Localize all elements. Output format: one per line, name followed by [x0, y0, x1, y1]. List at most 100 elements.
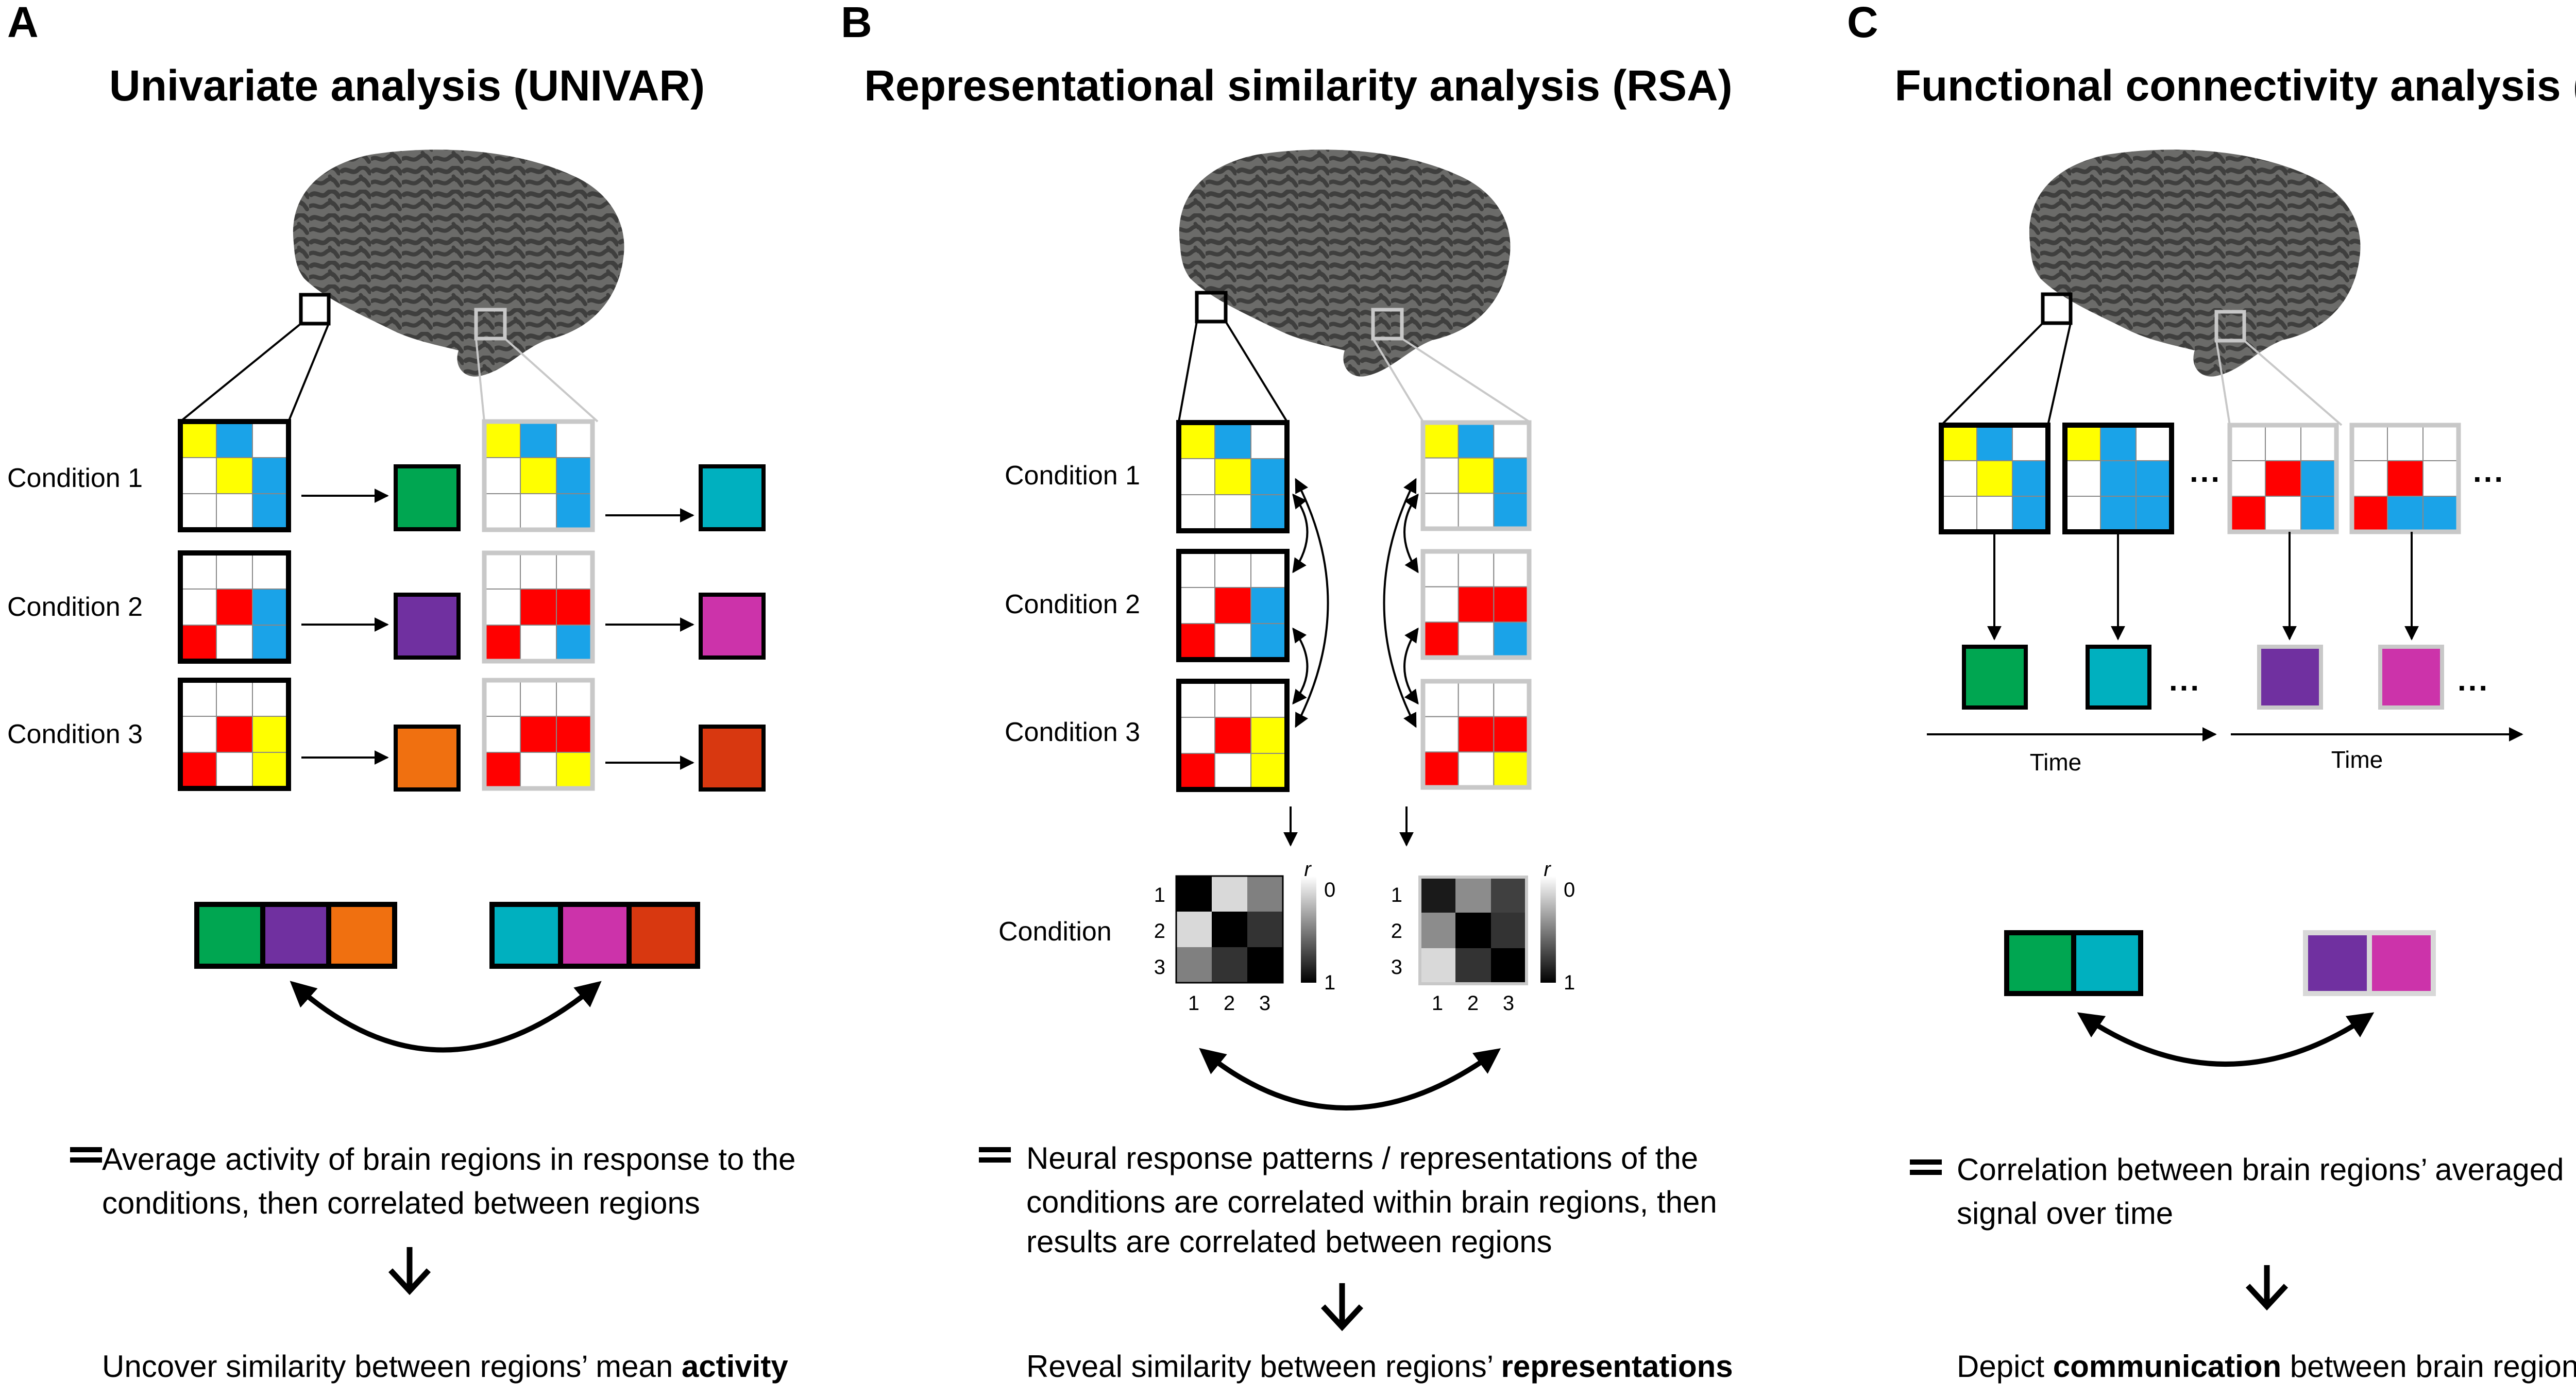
pattern-grid — [1420, 679, 1532, 790]
mean-activity-square — [699, 725, 766, 792]
voxel-cell — [1493, 751, 1530, 788]
pattern-grid — [2062, 423, 2174, 534]
matrix-tick: 1 — [1391, 884, 1402, 906]
panel-a-description-line: conditions, then correlated between regi… — [102, 1186, 700, 1220]
panel-b: B Representational similarity analysis (… — [841, 0, 1733, 1384]
voxel-cell — [1250, 551, 1287, 588]
voxel-cell — [1178, 587, 1215, 624]
pattern-grid — [2227, 423, 2339, 534]
voxel-cell — [1214, 494, 1251, 531]
pattern-frame — [482, 550, 595, 664]
brain-surface — [1179, 149, 1511, 377]
timepoint-signal-square — [2086, 645, 2151, 710]
voxel-cell — [520, 457, 557, 494]
pattern-frame — [178, 550, 291, 664]
voxel-cell — [556, 625, 593, 662]
voxel-cell — [2012, 425, 2048, 461]
colorbar-tick: 1 — [1324, 971, 1335, 994]
voxel-cell — [1214, 623, 1251, 660]
condition-label: Condition 1 — [1005, 461, 1140, 491]
voxel-cell — [2387, 496, 2424, 532]
voxel-cell — [216, 716, 253, 753]
voxel-cell — [2265, 460, 2301, 497]
rsm-cell — [1176, 912, 1212, 947]
region2-marker-c — [2214, 310, 2246, 343]
voxel-cell — [1250, 681, 1287, 718]
rsm-cell — [1176, 947, 1212, 983]
voxel-cell — [252, 552, 289, 590]
voxel-cell — [520, 625, 557, 662]
region2-marker-b — [1371, 308, 1404, 341]
colorbar — [1301, 876, 1316, 983]
brain-b — [1179, 149, 1511, 377]
voxel-cell — [180, 716, 217, 753]
pattern-grid — [1176, 549, 1290, 662]
voxel-cell — [556, 457, 593, 494]
rsm-cell — [1455, 948, 1491, 984]
panel-b-description-line: results are correlated between regions — [1026, 1224, 1552, 1259]
timepoint-signal-square — [1962, 645, 2028, 710]
voxel-cell — [216, 457, 253, 494]
voxel-cell — [520, 588, 557, 626]
matrix-tick: 1 — [1154, 884, 1165, 906]
panel-b-description-line: Neural response patterns / representatio… — [1026, 1141, 1698, 1175]
voxel-cell — [1250, 422, 1287, 459]
voxel-cell — [180, 588, 217, 626]
region1-marker-b — [1195, 291, 1228, 324]
voxel-cell — [556, 552, 593, 590]
pattern-grid — [1176, 420, 1290, 533]
voxel-cell — [1458, 586, 1495, 623]
voxel-cell — [2100, 425, 2137, 461]
voxel-cell — [1493, 457, 1530, 494]
brain-c — [2029, 149, 2361, 377]
voxel-cell — [556, 493, 593, 530]
rsm-region2: 1 2 3 1 2 3 r 0 1 — [1391, 858, 1575, 1015]
equals-icon — [70, 1147, 102, 1163]
voxel-cell — [1458, 457, 1495, 494]
voxel-cell — [1178, 753, 1215, 790]
voxel-cell — [484, 752, 521, 789]
rsm-cell — [1176, 876, 1212, 912]
rsm-region1: 1 2 3 1 2 3 r 0 1 — [1154, 858, 1336, 1015]
voxel-cell — [2422, 496, 2459, 532]
timeseries-region1 — [2004, 930, 2143, 996]
voxel-cell — [1250, 494, 1287, 531]
correlation-arrow — [290, 981, 602, 1053]
voxel-cell — [520, 716, 557, 753]
rsm-cell — [1420, 913, 1455, 948]
rsm-cell — [1455, 877, 1491, 913]
voxel-cell — [1422, 681, 1459, 717]
voxel-cell — [1493, 716, 1530, 753]
pattern-grid — [1176, 679, 1290, 792]
voxel-cell — [1178, 623, 1215, 660]
voxel-cell — [2012, 460, 2048, 497]
pairwise-arrows-region2 — [1383, 478, 1419, 728]
pattern-frame — [2227, 423, 2339, 534]
voxel-cell — [2064, 496, 2101, 532]
brain-surface — [2029, 149, 2361, 377]
equals-icon — [1910, 1159, 1942, 1175]
voxel-cell — [2422, 460, 2459, 497]
rsm-cells — [1420, 877, 1527, 984]
voxel-cell — [216, 552, 253, 590]
pattern-grid — [1939, 423, 2050, 534]
voxel-cell — [1214, 717, 1251, 754]
colorbar-tick: 0 — [1324, 879, 1335, 901]
pattern-grid — [178, 419, 291, 532]
voxel-cell — [1976, 460, 2013, 497]
voxel-cell — [252, 680, 289, 717]
voxel-cell — [1493, 621, 1530, 659]
voxel-cell — [1458, 621, 1495, 659]
voxel-cell — [1493, 551, 1530, 587]
timepoint-signal-square — [2378, 645, 2444, 710]
voxel-cell — [484, 457, 521, 494]
matrix-axis-label: Condition — [998, 917, 1112, 947]
voxel-cell — [520, 680, 557, 717]
pattern-frame — [482, 678, 595, 791]
time-axis-label: Time — [2331, 746, 2383, 773]
voxel-cell — [2064, 425, 2101, 461]
voxel-cell — [484, 625, 521, 662]
voxel-cell — [2229, 425, 2266, 461]
voxel-cell — [180, 752, 217, 789]
voxel-cell — [556, 588, 593, 626]
